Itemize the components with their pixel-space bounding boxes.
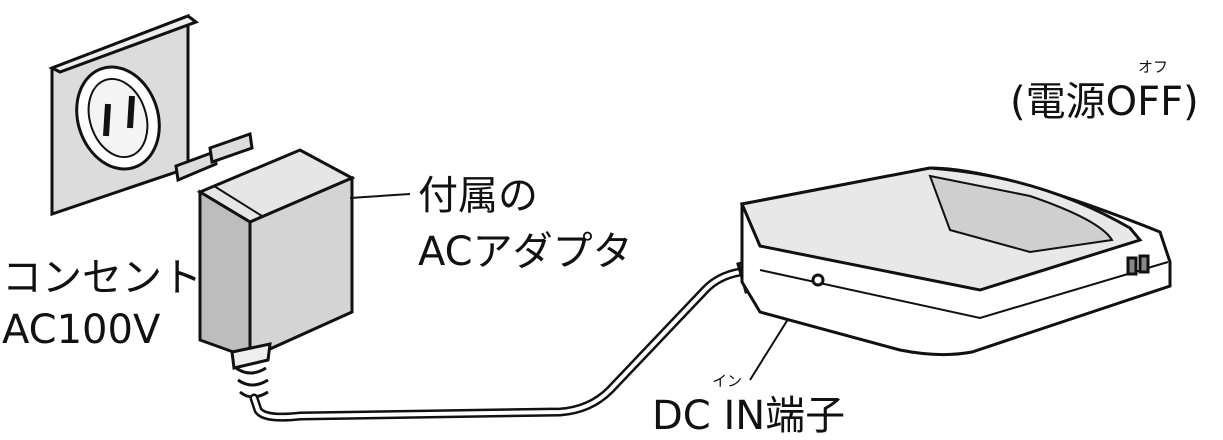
adapter-leader-line [349, 193, 411, 199]
wall-outlet [48, 13, 200, 217]
ac-adapter [196, 148, 356, 399]
dc-in-label: DC IN端子 [652, 393, 846, 439]
adapter-label-line1: 付属の [418, 173, 538, 219]
portable-device [739, 166, 1172, 357]
outlet-label-line1: コンセント [2, 255, 202, 301]
plug-prongs [174, 131, 254, 183]
adapter-label-line2: ACアダプタ [418, 229, 633, 275]
dc-in-ruby: イン [712, 372, 743, 390]
outlet-label-line2: AC100V [2, 307, 161, 353]
power-state-label: (電源OFF) [1010, 79, 1199, 125]
power-state-ruby: オフ [1138, 58, 1169, 76]
